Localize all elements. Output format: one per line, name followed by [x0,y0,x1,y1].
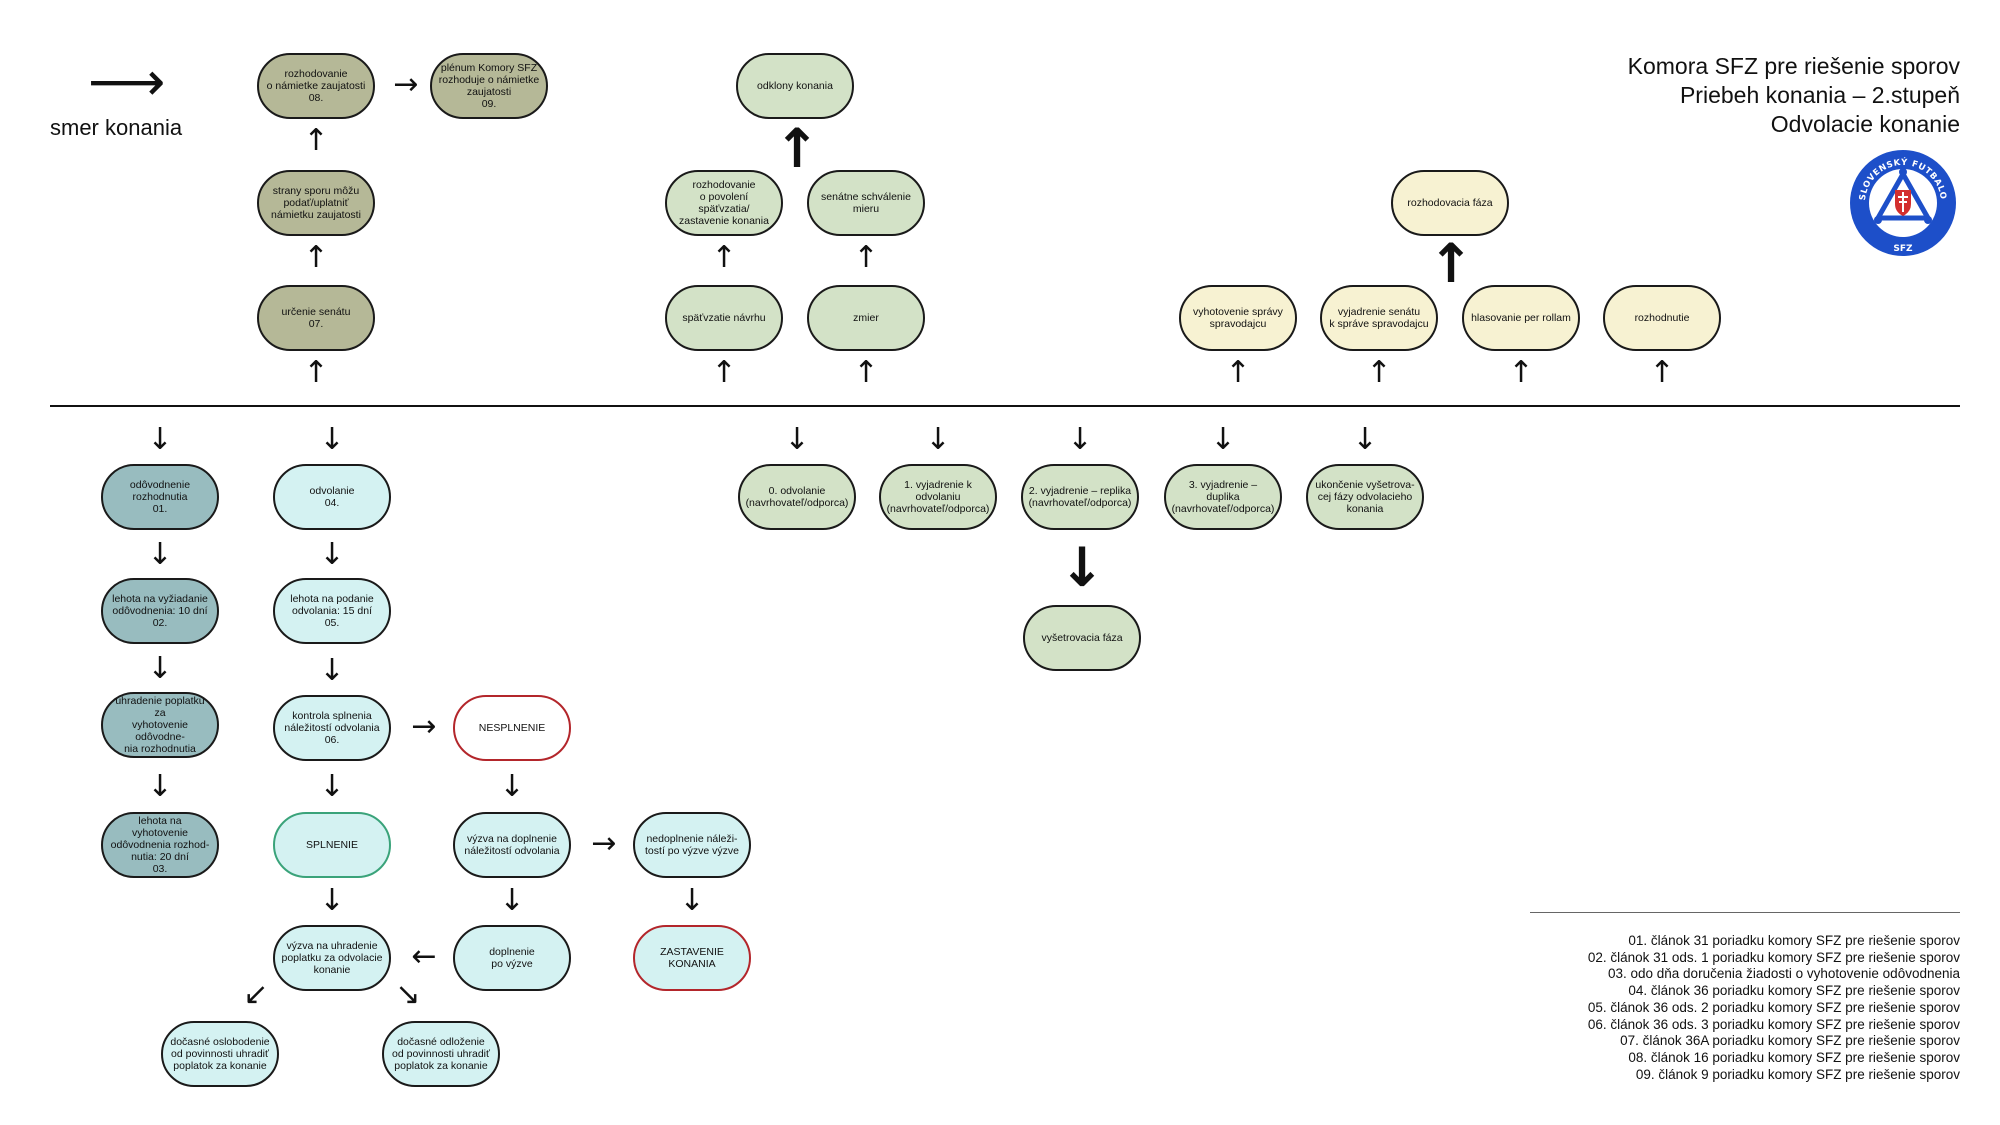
arrow-up-icon: ↑ [303,240,329,275]
footnote: 06. článok 36 ods. 3 poriadku komory SFZ… [1587,1016,1960,1032]
zastavenie-node: ZASTAVENIE KONANIA [633,925,751,991]
odvolanie-node: odvolanie 04. [273,464,391,530]
footnote: 02. článok 31 ods. 1 poriadku komory SFZ… [1587,949,1960,965]
footnote: 05. článok 36 ods. 2 poriadku komory SFZ… [1587,999,1960,1015]
notes-divider [1530,912,1960,913]
spatvzatie-node: späťvzatie návrhu [665,285,783,351]
arrow-up-icon: ↑ [853,240,879,275]
arrow-down-icon: ↓ [147,422,173,457]
odklony-node: odklony konania [736,53,854,119]
arrow-down-icon: ↓ [147,537,173,572]
kontrola-node: kontrola splnenia náležitostí odvolania … [273,695,391,761]
vysetrovacia-faza-node: vyšetrovacia fáza [1023,605,1141,671]
arrow-down-icon: ↓ [1210,422,1236,457]
rozhodnutie-node: rozhodnutie [1603,285,1721,351]
arrow-up-icon: ↑ [1649,355,1675,390]
odovodnenie-node: odôvodnenie rozhodnutia 01. [101,464,219,530]
nesplnenie-node: NESPLNENIE [453,695,571,761]
timeline-divider [50,405,1960,407]
sfz-logo: SLOVENSKÝ FUTBALOVÝ ZVÄZ SFZ [1848,148,1956,256]
title-line-1: Komora SFZ pre riešenie sporov [1627,53,1960,79]
arrow-up-large-icon: ↑ [774,117,820,180]
arrow-down-large-icon: ↓ [1059,536,1105,599]
arrow-down-icon: ↓ [925,422,951,457]
vyjadrenie-3-node: 3. vyjadrenie – duplika (navrhovateľ/odp… [1164,464,1282,530]
footnote: 08. článok 16 poriadku komory SFZ pre ri… [1628,1049,1960,1065]
strany-sporu-node: strany sporu môžu podať/uplatniť námietk… [257,170,375,236]
rozhodovacia-faza-node: rozhodovacia fáza [1391,170,1509,236]
arrow-down-icon: ↓ [679,883,705,918]
footnote: 03. odo dňa doručenia žiadosti o vyhotov… [1607,966,1960,982]
arrow-down-icon: ↓ [319,653,345,688]
lehota-podanie-node: lehota na podanie odvolania: 15 dní 05. [273,578,391,644]
title-line-3: Odvolacie konanie [1770,111,1960,137]
arrow-up-large-icon: ↑ [1428,232,1474,295]
legend: ⟶ smer konania [50,55,182,141]
arrow-up-icon: ↑ [1508,355,1534,390]
hlasovanie-node: hlasovanie per rollam [1462,285,1580,351]
nedoplnenie-node: nedoplnenie náleži- tostí po výzve výzve [633,812,751,878]
arrow-down-icon: ↓ [147,651,173,686]
arrow-down-icon: ↓ [319,769,345,804]
senatne-schvalenie-node: senátne schválenie mieru [807,170,925,236]
arrow-up-icon: ↑ [711,355,737,390]
lehota-vyhotovenie-node: lehota na vyhotovenie odôvodnenia rozhod… [101,812,219,878]
arrow-right-icon: → [393,67,419,102]
ukoncenie-node: ukončenie vyšetrova- cej fázy odvolacieh… [1306,464,1424,530]
arrow-up-icon: ↑ [853,355,879,390]
arrow-down-icon: ↓ [784,422,810,457]
direction-arrow-icon: ⟶ [88,50,166,113]
zmier-node: zmier [807,285,925,351]
arrow-up-icon: ↑ [303,355,329,390]
splnenie-node: SPLNENIE [273,812,391,878]
title-line-2: Priebeh konania – 2.stupeň [1679,82,1960,108]
diagram-title: Komora SFZ pre riešenie sporov Priebeh k… [1628,52,1960,139]
arrow-down-icon: ↓ [319,883,345,918]
footnotes: 01. článok 31 poriadku komory SFZ pre ri… [1588,933,1960,1083]
arrow-left-icon: ← [411,939,437,974]
oslobodenie-node: dočasné oslobodenie od povinnosti uhradi… [161,1021,279,1087]
urcenie-senatu-node: určenie senátu 07. [257,285,375,351]
footnote: 09. článok 9 poriadku komory SFZ pre rie… [1635,1066,1960,1082]
vyjadrenie-senatu-node: vyjadrenie senátu k správe spravodajcu [1320,285,1438,351]
vyjadrenie-1-node: 1. vyjadrenie k odvolaniu (navrhovateľ/o… [879,464,997,530]
arrow-down-icon: ↓ [319,537,345,572]
rozhodovanie-namietke-node: rozhodovanie o námietke zaujatosti 08. [257,53,375,119]
povoleni-spatvzatia-node: rozhodovanie o povolení späťvzatia/ zast… [665,170,783,236]
vyjadrenie-0-node: 0. odvolanie (navrhovateľ/odporca) [738,464,856,530]
vyhotovenie-spravy-node: vyhotovenie správy spravodajcu [1179,285,1297,351]
arrow-up-icon: ↑ [711,240,737,275]
lehota-vyziadanie-node: lehota na vyžiadanie odôvodnenia: 10 dní… [101,578,219,644]
vyzva-doplnenie-node: výzva na doplnenie náležitostí odvolania [453,812,571,878]
arrow-up-icon: ↑ [1225,355,1251,390]
footnote: 01. článok 31 poriadku komory SFZ pre ri… [1628,933,1960,948]
doplnenie-node: doplnenie po výzve [453,925,571,991]
arrow-down-icon: ↓ [499,883,525,918]
arrow-up-icon: ↑ [1366,355,1392,390]
odlozenie-node: dočasné odloženie od povinnosti uhradiť … [382,1021,500,1087]
vyzva-uhradenie-node: výzva na uhradenie poplatku za odvolacie… [273,925,391,991]
arrow-down-icon: ↓ [499,769,525,804]
arrow-down-icon: ↓ [319,422,345,457]
arrow-right-icon: → [591,826,617,861]
legend-label: smer konania [50,115,183,140]
uhradenie-node: uhradenie poplatku za vyhotovenie odôvod… [101,692,219,758]
footnote: 07. článok 36A poriadku komory SFZ pre r… [1620,1033,1960,1049]
footnote: 04. článok 36 poriadku komory SFZ pre ri… [1628,983,1960,999]
arrow-up-icon: ↑ [303,123,329,158]
arrow-down-icon: ↓ [1067,422,1093,457]
vyjadrenie-2-node: 2. vyjadrenie – replika (navrhovateľ/odp… [1021,464,1139,530]
logo-bottom-text: SFZ [1893,244,1913,254]
arrow-down-icon: ↓ [147,769,173,804]
plenum-node: plénum Komory SFZ rozhoduje o námietke z… [430,53,548,119]
arrow-down-right-icon: ↘ [395,977,421,1012]
arrow-right-icon: → [411,709,437,744]
arrow-down-left-icon: ↙ [243,977,269,1012]
arrow-down-icon: ↓ [1352,422,1378,457]
